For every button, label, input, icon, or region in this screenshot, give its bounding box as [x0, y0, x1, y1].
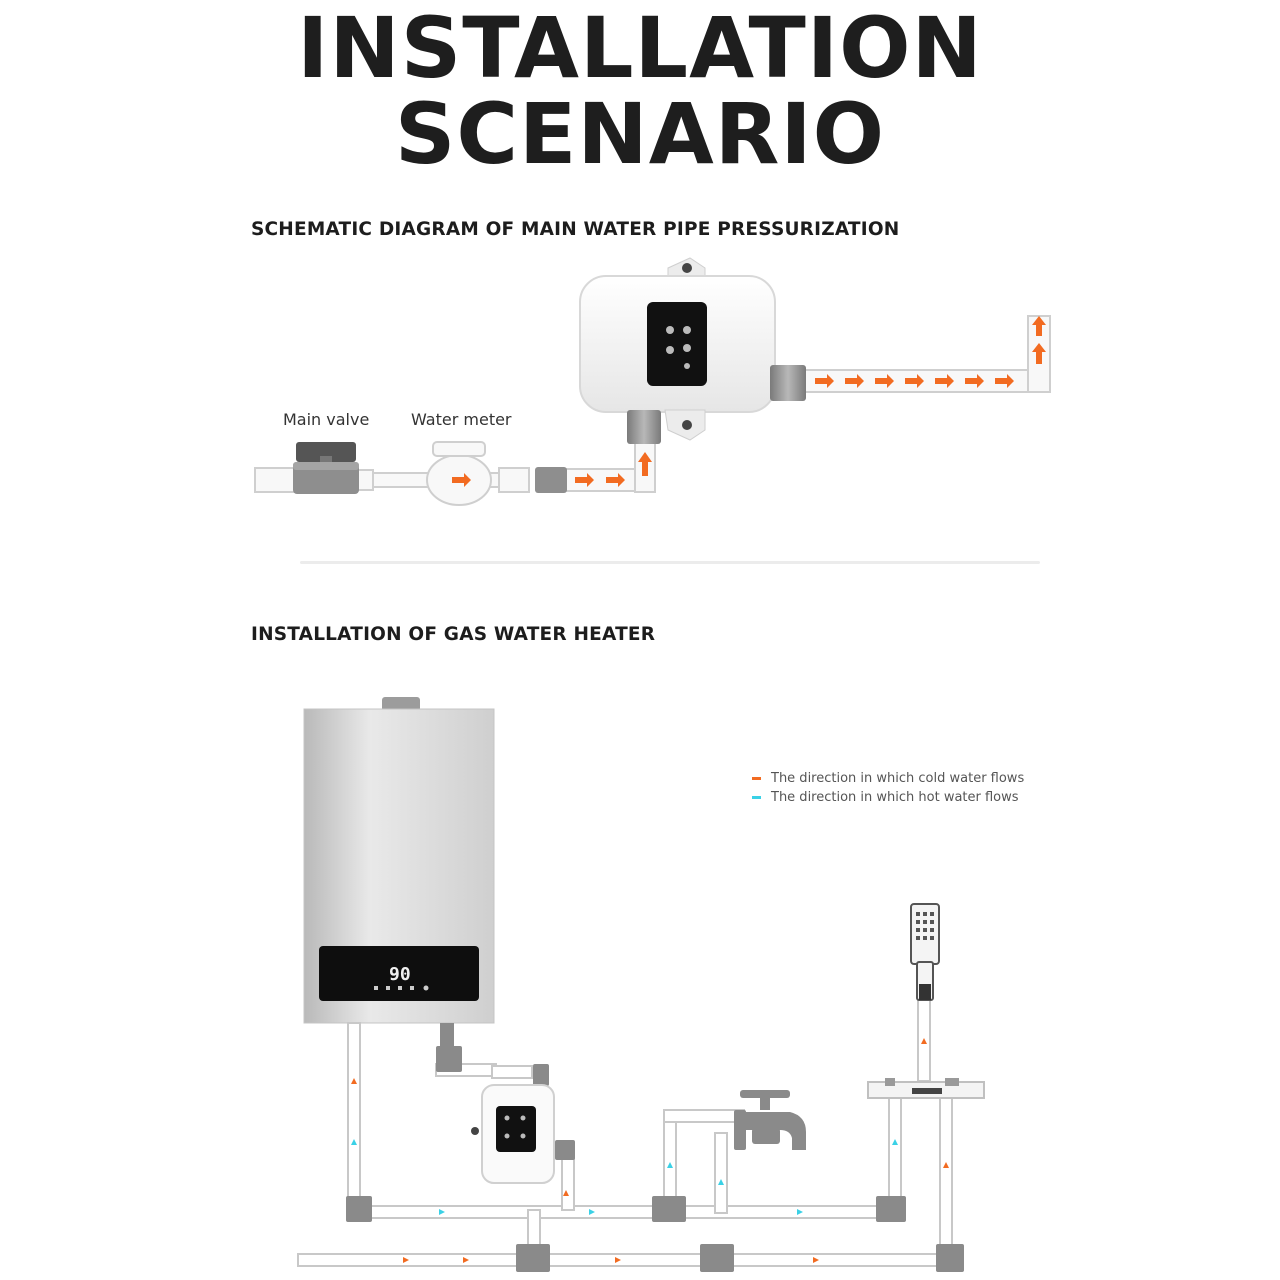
shower [867, 903, 985, 1099]
main-valve-label: Main valve [283, 410, 370, 429]
pipe-fittings [346, 1023, 964, 1272]
legend-hot-swatch [752, 796, 761, 799]
section-divider [300, 561, 1040, 564]
faucet [734, 1090, 806, 1150]
booster-pump-small [471, 1084, 555, 1184]
pressurization-diagram [254, 257, 1051, 564]
legend-hot-text: The direction in which hot water flows [771, 790, 1019, 805]
legend-cold-swatch [752, 777, 761, 780]
legend-cold-text: The direction in which cold water flows [771, 771, 1025, 786]
water-meter-label: Water meter [411, 410, 512, 429]
section-2-heading: INSTALLATION OF GAS WATER HEATER [251, 624, 656, 645]
section-1-flow-arrows [452, 316, 1046, 487]
inlet-pipe [254, 467, 641, 493]
hot-water-flow-markers [351, 1139, 898, 1215]
pipe-network [297, 995, 953, 1267]
gas-water-heater: 90 [303, 697, 495, 1024]
cold-water-flow-markers [351, 1038, 949, 1263]
water-meter [426, 441, 492, 506]
page-title-line-1: INSTALLATION [297, 0, 983, 97]
legend-hot-water: The direction in which hot water flows [752, 790, 1019, 805]
inlet-elbow-fitting [535, 467, 567, 493]
booster-pump [579, 257, 806, 444]
heater-temperature-display: 90 [389, 964, 411, 985]
section-1-heading: SCHEMATIC DIAGRAM OF MAIN WATER PIPE PRE… [251, 219, 900, 240]
main-valve [293, 442, 359, 494]
page-title-line-2: SCENARIO [394, 85, 886, 183]
legend-cold-water: The direction in which cold water flows [752, 771, 1024, 786]
gas-heater-diagram: 90 [297, 697, 985, 1272]
